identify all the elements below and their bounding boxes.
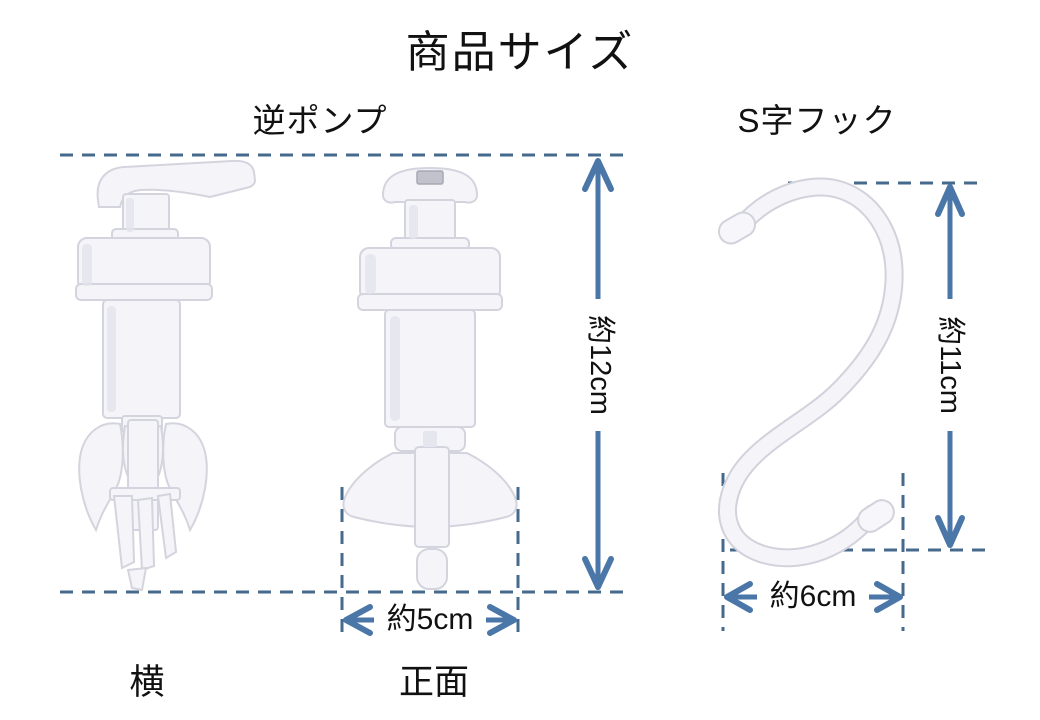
pump-front-tip [416,548,448,590]
pump-side-head [96,159,257,208]
pump-side-prong [136,496,156,572]
pump-side-right-wing [162,422,208,533]
s-hook-wire-outline [718,177,904,568]
s-hook-top-end-cap [717,211,757,245]
pump-side-prong [112,495,136,570]
pump-section-label: 逆ポンプ [252,102,388,139]
pump-side-photo [75,159,257,592]
pump-side-view-label: 横 [129,663,165,702]
guide-lines [60,153,986,641]
pump-front-photo [342,166,518,590]
pump-front-collar [359,247,501,301]
pump-front-head [381,166,479,204]
hook-width-value: 約6cm [757,577,869,617]
s-hook-photo [717,177,904,568]
pump-side-collar [77,237,211,291]
s-hook-bottom-end-cap [857,499,895,533]
s-hook-wire [720,179,902,566]
pump-side-prong [156,492,178,560]
pump-height-value: 約12cm [579,299,621,431]
hook-section-label: S字フック [737,102,897,139]
pump-front-spout-opening [416,170,444,185]
hook-height-value: 約11cm [929,299,971,431]
page-title: 商品サイズ [405,28,635,77]
pump-front-view-label: 正面 [398,663,469,702]
pump-side-left-wing [78,422,124,533]
pump-width-value: 約5cm [374,600,486,640]
